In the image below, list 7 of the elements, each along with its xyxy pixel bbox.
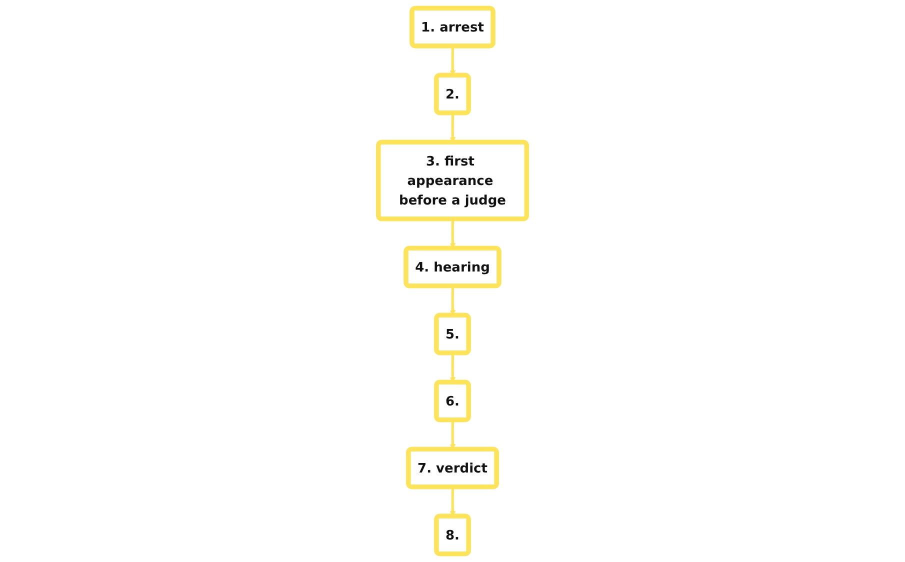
arrow — [450, 219, 456, 249]
arrow — [450, 420, 456, 450]
arrow — [450, 353, 456, 383]
arrow — [450, 286, 456, 316]
arrow — [450, 46, 456, 76]
arrow — [450, 487, 456, 517]
arrow — [450, 113, 456, 143]
